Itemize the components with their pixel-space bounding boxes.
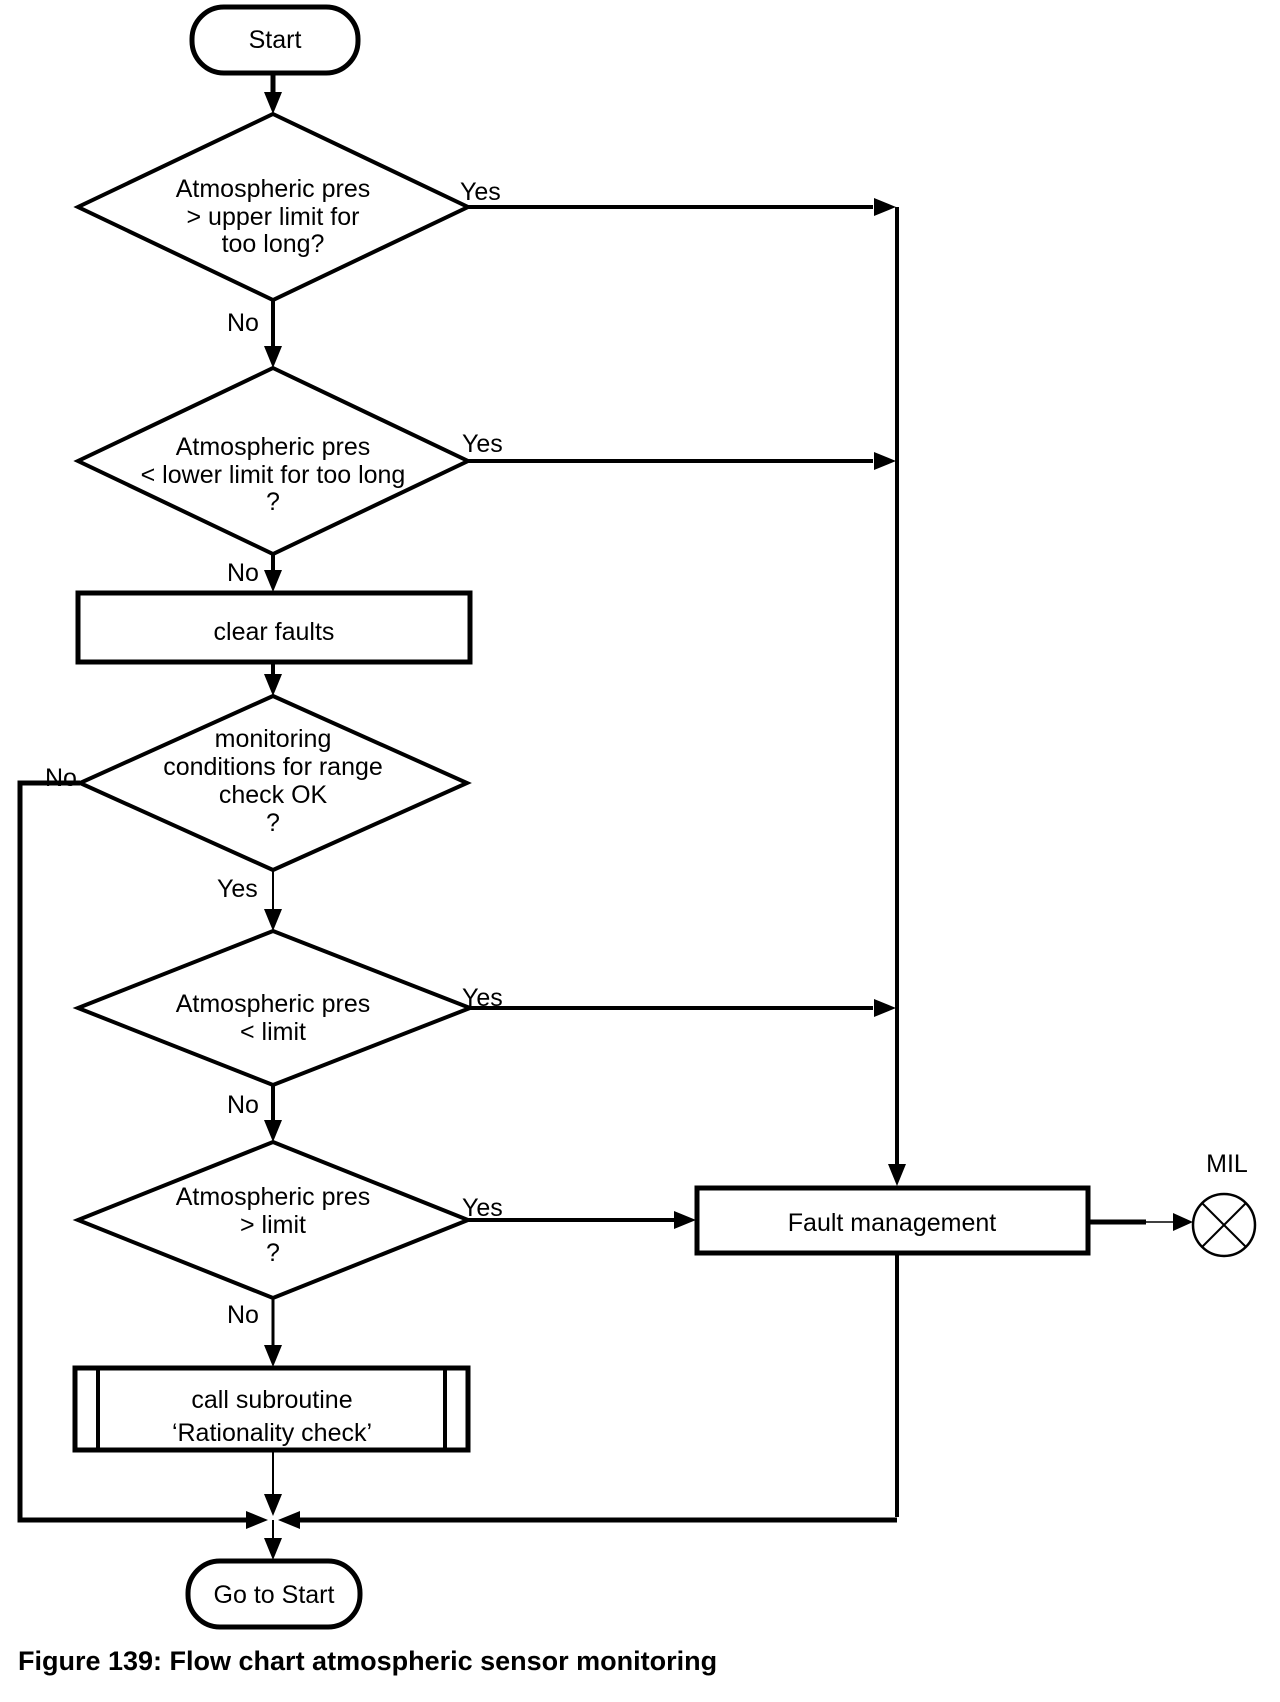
arrowhead-into-mil (1173, 1213, 1193, 1231)
arrowhead-above-limit-no (264, 1345, 282, 1367)
call-subroutine-line1: call subroutine (191, 1386, 352, 1414)
decision-lower-limit-line3: ? (266, 488, 280, 516)
decision-below-limit-line1: Atmospheric pres (176, 990, 371, 1018)
edge-label-lower-limit-yes: Yes (462, 430, 503, 458)
clear-faults-shape (75, 590, 473, 665)
goto-start-label: Go to Start (214, 1581, 335, 1609)
arrowhead-monitoring-no-into-junction (246, 1511, 268, 1529)
arrowhead-return-into-junction (278, 1511, 300, 1529)
edge-label-above-limit-yes: Yes (462, 1194, 503, 1222)
edge-label-upper-limit-yes: Yes (460, 178, 501, 206)
clear-faults-label: clear faults (214, 618, 335, 646)
decision-monitoring-line4: ? (266, 809, 280, 837)
figure-caption: Figure 139: Flow chart atmospheric senso… (18, 1646, 717, 1676)
edge-label-upper-limit-no: No (227, 309, 259, 337)
arrowhead-clear-faults-to-monitoring (264, 674, 282, 696)
mil-label: MIL (1206, 1150, 1248, 1178)
arrowhead-lower-limit-no (264, 570, 282, 592)
arrowhead-upper-limit-no (264, 346, 282, 368)
edge-label-monitoring-yes: Yes (217, 875, 258, 903)
mil-lamp-cross-line2 (1201, 1202, 1247, 1248)
start-label: Start (249, 26, 302, 54)
edge-label-below-limit-no: No (227, 1091, 259, 1119)
arrowhead-into-goto-start (264, 1538, 282, 1560)
edge-monitoring-no-loop (17, 780, 246, 1523)
arrowhead-into-fault-management-top (888, 1164, 906, 1186)
decision-upper-limit-line3: too long? (222, 230, 325, 258)
decision-above-limit-line2: > limit (240, 1211, 306, 1239)
decision-upper-limit-line1: Atmospheric pres (176, 175, 371, 203)
arrowhead-subroutine-into-junction (264, 1494, 282, 1516)
arrowhead-below-limit-yes (874, 999, 896, 1017)
arrowhead-above-limit-yes (674, 1211, 696, 1229)
goto-start-terminator-shape (185, 1558, 363, 1630)
arrowhead-below-limit-no (264, 1120, 282, 1142)
arrowhead-upper-limit-yes (874, 198, 896, 216)
edge-label-above-limit-no: No (227, 1301, 259, 1329)
decision-upper-limit-line2: > upper limit for (187, 203, 360, 231)
edge-label-monitoring-no: No (45, 764, 77, 792)
decision-monitoring-line2: conditions for range (163, 753, 383, 781)
arrowhead-start-to-upper-limit (264, 92, 282, 114)
decision-monitoring-line3: check OK (219, 781, 328, 809)
edge-label-lower-limit-no: No (227, 559, 259, 587)
arrowhead-lower-limit-yes (874, 452, 896, 470)
arrowhead-monitoring-yes (264, 909, 282, 931)
call-subroutine-shape (72, 1365, 471, 1453)
fault-management-label: Fault management (788, 1209, 997, 1237)
decision-above-limit-line1: Atmospheric pres (176, 1183, 371, 1211)
decision-lower-limit-line1: Atmospheric pres (176, 433, 371, 461)
decision-monitoring-line1: monitoring (215, 725, 332, 753)
decision-below-limit-line2: < limit (240, 1018, 306, 1046)
call-subroutine-line2: ‘Rationality check’ (172, 1419, 372, 1447)
decision-above-limit-line3: ? (266, 1239, 280, 1267)
decision-lower-limit-line2: < lower limit for too long (141, 461, 406, 489)
